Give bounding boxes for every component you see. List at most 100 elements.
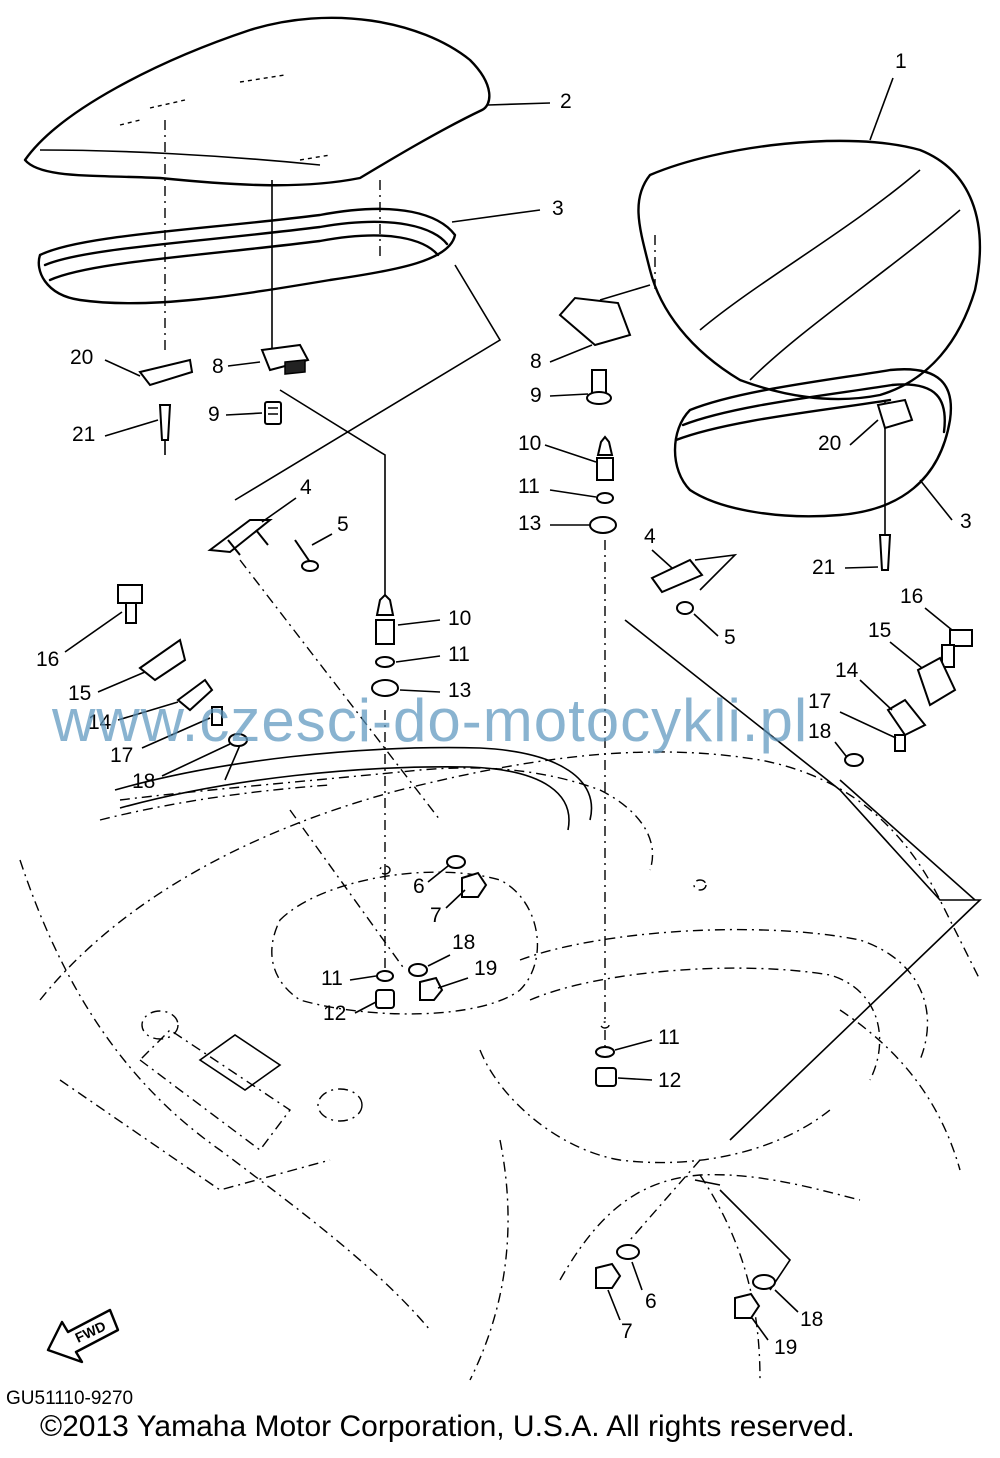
callout-leader-line <box>849 419 879 446</box>
callout-leader-line <box>834 741 847 757</box>
part-callout-number: 17 <box>808 690 831 713</box>
callout-leader-line <box>839 711 897 739</box>
part-callout-number: 4 <box>300 476 312 499</box>
callout-leader-line <box>161 743 231 777</box>
callout-leader-line <box>844 566 879 569</box>
callout-leader-line <box>549 344 593 363</box>
part-callout-number: 6 <box>645 1290 657 1313</box>
callout-leader-line <box>631 1261 643 1291</box>
part-callout-number: 21 <box>812 556 835 579</box>
part-callout-number: 10 <box>448 607 471 630</box>
part-callout-number: 18 <box>132 770 155 793</box>
part-callout-number: 18 <box>452 931 475 954</box>
callout-leader-line <box>117 701 179 721</box>
part-callout-number: 3 <box>960 510 972 533</box>
part-callout-number: 13 <box>518 512 541 535</box>
front-seat-trim <box>673 368 953 518</box>
callout-leader-line <box>751 1317 769 1341</box>
callout-leader-line <box>614 1039 653 1051</box>
part-callout-number: 1 <box>895 50 907 73</box>
callout-leader-line <box>651 549 673 569</box>
callout-leader-line <box>693 613 719 637</box>
part-callout-number: 12 <box>658 1069 681 1092</box>
callout-leader-line <box>549 489 597 498</box>
part-callout-number: 2 <box>560 90 572 113</box>
part-callout-number: 9 <box>530 384 542 407</box>
assembly-guide-lines <box>164 120 982 1291</box>
part-callout-number: 17 <box>110 744 133 767</box>
callout-leader-line <box>869 77 894 141</box>
callout-leader-line <box>487 102 551 106</box>
part-callout-number: 7 <box>430 904 442 927</box>
callout-leader-line <box>427 865 449 883</box>
callout-leader-line <box>451 209 541 223</box>
callout-leader-line <box>104 359 141 377</box>
part-callout-number: 14 <box>835 659 859 682</box>
part-callout-number: 14 <box>88 711 112 734</box>
callout-leader-line <box>397 619 441 626</box>
callout-leader-line <box>445 889 466 909</box>
callout-leader-line <box>141 717 211 749</box>
callout-leader-line <box>607 1289 621 1321</box>
callout-leader-line <box>225 412 263 416</box>
part-callout-number: 15 <box>68 682 91 705</box>
part-callout-number: 16 <box>900 585 923 608</box>
rear-seat-trim <box>37 207 457 305</box>
callout-leader-line <box>104 419 159 437</box>
watermark: www.czesci-do-motocykli.pl <box>52 687 809 754</box>
front-seat <box>637 139 982 401</box>
callout-leader-line <box>311 533 333 546</box>
callout-leader-line <box>354 1001 377 1014</box>
callout-leader-line <box>919 479 953 521</box>
part-callout-number: 4 <box>644 525 656 548</box>
part-callout-number: 9 <box>208 403 220 426</box>
hull-deck-illustration <box>19 746 981 1381</box>
part-callout-number: 6 <box>413 875 425 898</box>
part-callout-number: 11 <box>448 643 470 666</box>
callout-leader-line <box>859 679 893 711</box>
part-callout-number: 19 <box>774 1336 797 1359</box>
drawing-code: GU51110-9270 <box>6 1388 134 1409</box>
part-callout-number: 20 <box>70 346 93 369</box>
callout-leader-line <box>889 641 923 669</box>
part-callout-number: 8 <box>212 355 224 378</box>
callout-leader-line <box>399 689 441 693</box>
part-callout-number: 11 <box>658 1026 680 1049</box>
part-callout-number: 5 <box>337 513 349 536</box>
hardware-parts <box>117 296 973 1319</box>
rear-seat <box>23 16 491 187</box>
callout-leader-line <box>617 1077 653 1081</box>
callout-leader-line <box>261 497 297 523</box>
callout-leader-line <box>227 361 261 367</box>
callout-leader-line <box>395 655 441 663</box>
part-callout-number: 15 <box>868 619 891 642</box>
part-callout-number: 5 <box>724 626 736 649</box>
callout-leader-line <box>774 1289 799 1313</box>
callout-leader-line <box>427 954 451 967</box>
part-callout-number: 18 <box>800 1308 823 1331</box>
callout-leader-line <box>544 444 597 463</box>
part-callout-number: 20 <box>818 432 841 455</box>
part-callout-number: 12 <box>323 1002 346 1025</box>
part-callout-number: 21 <box>72 423 95 446</box>
callout-leader-line <box>349 975 377 981</box>
part-callout-number: 8 <box>530 350 542 373</box>
fwd-label: FWD <box>73 1318 109 1346</box>
callout-leader-line <box>97 671 146 693</box>
part-callout-number: 18 <box>808 720 831 743</box>
part-callout-number: 11 <box>518 475 540 498</box>
part-callout-number: 10 <box>518 432 541 455</box>
copyright-notice: ©2013 Yamaha Motor Corporation, U.S.A. A… <box>40 1410 855 1443</box>
callout-leader-line <box>924 607 953 631</box>
part-callout-number: 3 <box>552 197 564 220</box>
callout-leader-line <box>549 393 589 397</box>
part-callout-number: 19 <box>474 957 497 980</box>
callout-leader-line <box>64 611 123 653</box>
part-callout-number: 13 <box>448 679 471 702</box>
callout-leader-line <box>437 977 469 989</box>
part-callout-number: 7 <box>621 1320 633 1343</box>
forward-direction-arrow: FWD <box>46 1308 120 1364</box>
